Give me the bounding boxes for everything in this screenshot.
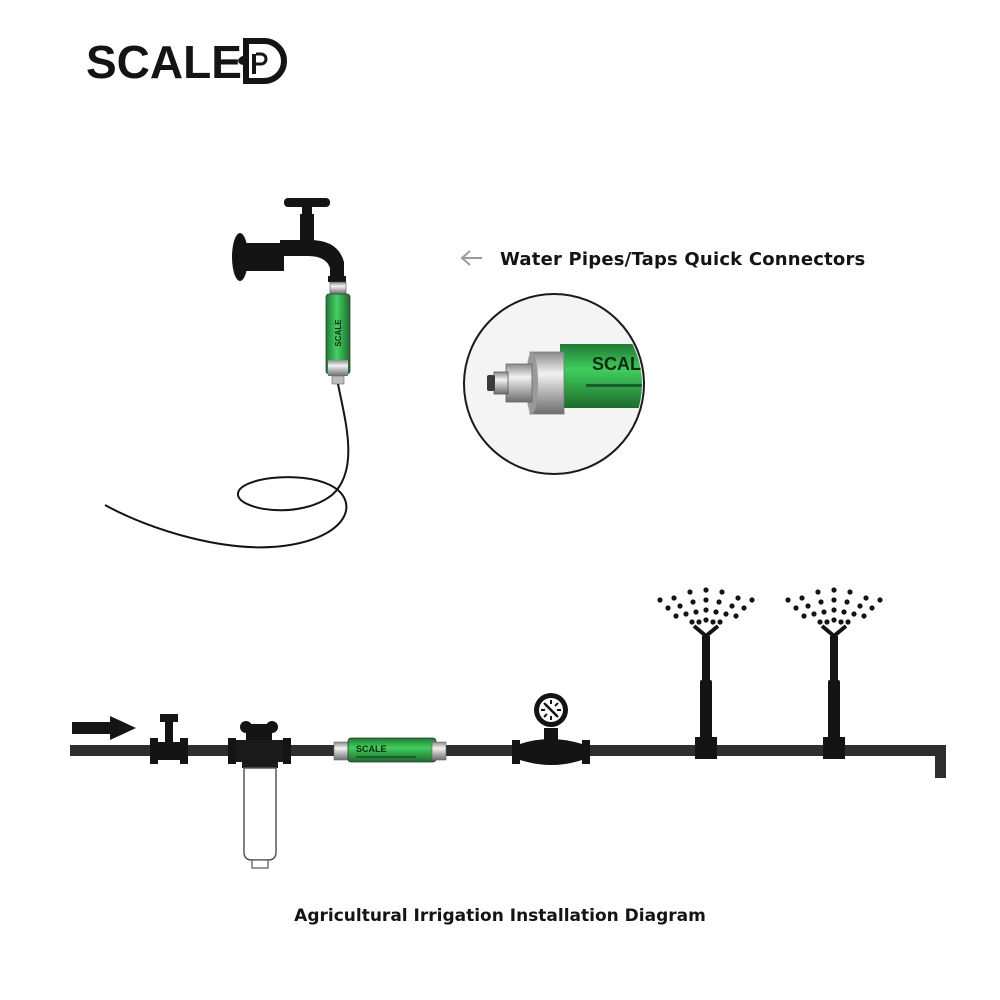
faucet-conditioner-icon: SCALE xyxy=(325,281,351,385)
sprinkler-icon xyxy=(657,587,755,759)
faucet-device-label: SCALE xyxy=(334,319,343,347)
logo-mark-icon xyxy=(238,38,287,84)
hose-icon xyxy=(104,383,350,549)
connector-callout: Water Pipes/Taps Quick Connectors xyxy=(458,244,865,274)
arrow-left-icon xyxy=(460,250,482,266)
brand-logo: SCALE xyxy=(86,36,287,86)
water-conditioner-icon: SCALE xyxy=(333,737,447,763)
svg-text:SCALE: SCALE xyxy=(86,36,242,86)
faucet-icon xyxy=(232,198,346,282)
sediment-filter-icon xyxy=(228,721,291,869)
zoom-device-label: SCALE xyxy=(592,354,653,374)
callout-label: Water Pipes/Taps Quick Connectors xyxy=(500,248,866,270)
sprinkler-icon xyxy=(785,587,883,759)
conditioner-device-label: SCALE xyxy=(356,744,387,754)
diagram-caption: Agricultural Irrigation Installation Dia… xyxy=(294,906,706,926)
water-meter-icon xyxy=(512,693,590,765)
flow-arrow-icon xyxy=(72,716,136,740)
main-pipeline xyxy=(70,745,946,778)
connector-zoom-callout: SCALE xyxy=(463,293,653,475)
valve-icon xyxy=(150,714,188,764)
